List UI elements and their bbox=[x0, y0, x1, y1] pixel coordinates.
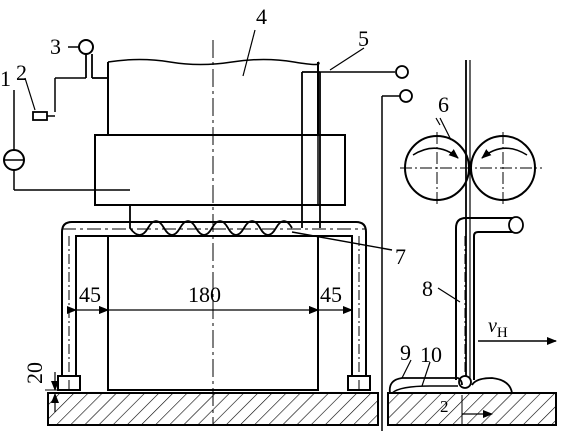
callout-4: 4 bbox=[256, 4, 267, 29]
valve-3 bbox=[55, 39, 108, 79]
terminal-5 bbox=[395, 65, 409, 79]
dim-label-45-right: 45 bbox=[320, 282, 342, 307]
sensor-2 bbox=[24, 77, 56, 121]
callout-2: 2 bbox=[16, 60, 27, 85]
rollers-6 bbox=[400, 117, 542, 204]
leader-lines bbox=[242, 29, 461, 387]
dimension-2 bbox=[461, 395, 493, 424]
velocity-symbol: v bbox=[488, 315, 497, 337]
workpiece-block-4 bbox=[107, 58, 320, 135]
callout-10: 10 bbox=[420, 342, 442, 367]
callout-7: 7 bbox=[395, 244, 406, 269]
callout-9: 9 bbox=[400, 340, 411, 365]
velocity-label: vH bbox=[488, 315, 508, 341]
gauge-1 bbox=[3, 90, 130, 191]
dim-label-180: 180 bbox=[188, 282, 221, 307]
cooling-pipe-5 bbox=[301, 65, 409, 228]
inductor-block bbox=[94, 134, 346, 206]
heating-coil-7 bbox=[129, 205, 393, 251]
dim-label-2: 2 bbox=[440, 397, 449, 416]
velocity-subscript: H bbox=[497, 325, 508, 341]
callout-1: 1 bbox=[0, 66, 11, 91]
strip-8 bbox=[465, 60, 471, 380]
base-plate-right bbox=[387, 392, 557, 426]
dim-label-20: 20 bbox=[22, 362, 47, 384]
callout-3: 3 bbox=[50, 34, 61, 59]
feed-tube bbox=[455, 216, 524, 389]
dim-label-45-left: 45 bbox=[79, 282, 101, 307]
callout-8: 8 bbox=[422, 276, 433, 301]
terminal-lower bbox=[381, 89, 413, 431]
callout-5: 5 bbox=[358, 26, 369, 51]
dimension-20 bbox=[45, 372, 62, 412]
weld-bead bbox=[388, 377, 513, 394]
callout-6: 6 bbox=[438, 92, 449, 117]
